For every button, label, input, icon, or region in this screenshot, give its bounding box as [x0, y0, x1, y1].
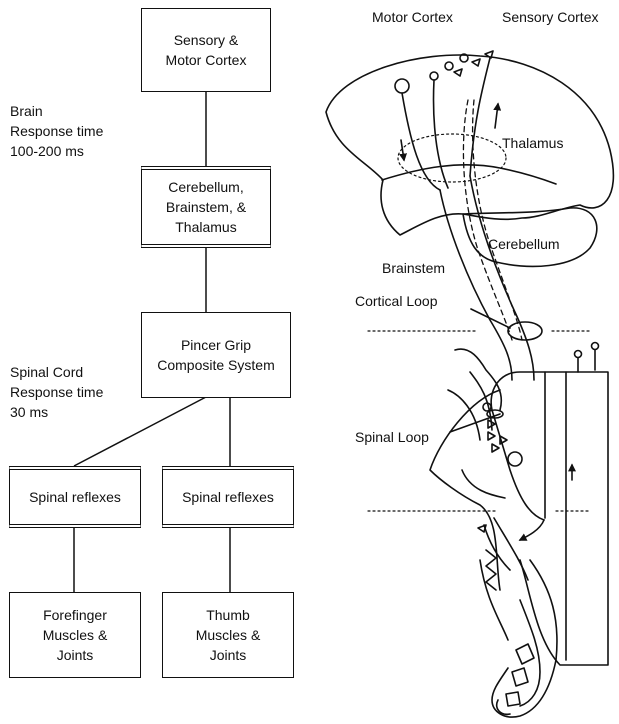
motor-neuron-1 [430, 72, 438, 80]
spinal-triangle-2 [488, 432, 495, 440]
brainstem-text: Brainstem [382, 260, 445, 276]
sensory-cortex-text: Sensory Cortex [502, 9, 598, 25]
finger-bone-3 [506, 692, 520, 706]
ganglion-1 [575, 351, 582, 358]
grey-matter-1 [455, 349, 501, 410]
spinal-neuron-large [508, 452, 522, 466]
body-contour-inner [462, 470, 505, 498]
motor-neuron-large [395, 79, 409, 93]
spinal-loop-text: Spinal Loop [355, 429, 429, 445]
ascending-arrow [495, 104, 498, 128]
thalamus-text: Thalamus [502, 135, 563, 151]
cerebellum-text: Cerebellum [488, 236, 560, 252]
cortex-triangle-2 [472, 59, 480, 66]
nerve-triangle [478, 525, 486, 532]
ganglion-2 [592, 343, 599, 350]
descending-axon-2 [434, 80, 448, 188]
muscle-zigzag [486, 550, 496, 590]
cortical-loop-text: Cortical Loop [355, 293, 438, 309]
cortex-triangle-1 [454, 69, 462, 76]
spinal-curve-arrow [520, 520, 544, 540]
spinal-segment [491, 372, 608, 665]
finger-outer [492, 560, 557, 717]
finger-inner [520, 600, 540, 706]
thalamus-ellipse [398, 134, 506, 182]
finger-bone-1 [516, 644, 534, 664]
motor-neuron-2 [445, 62, 453, 70]
motor-cortex-text: Motor Cortex [372, 9, 453, 25]
finger-bone-2 [512, 668, 528, 686]
spinal-triangle-3 [492, 444, 499, 452]
